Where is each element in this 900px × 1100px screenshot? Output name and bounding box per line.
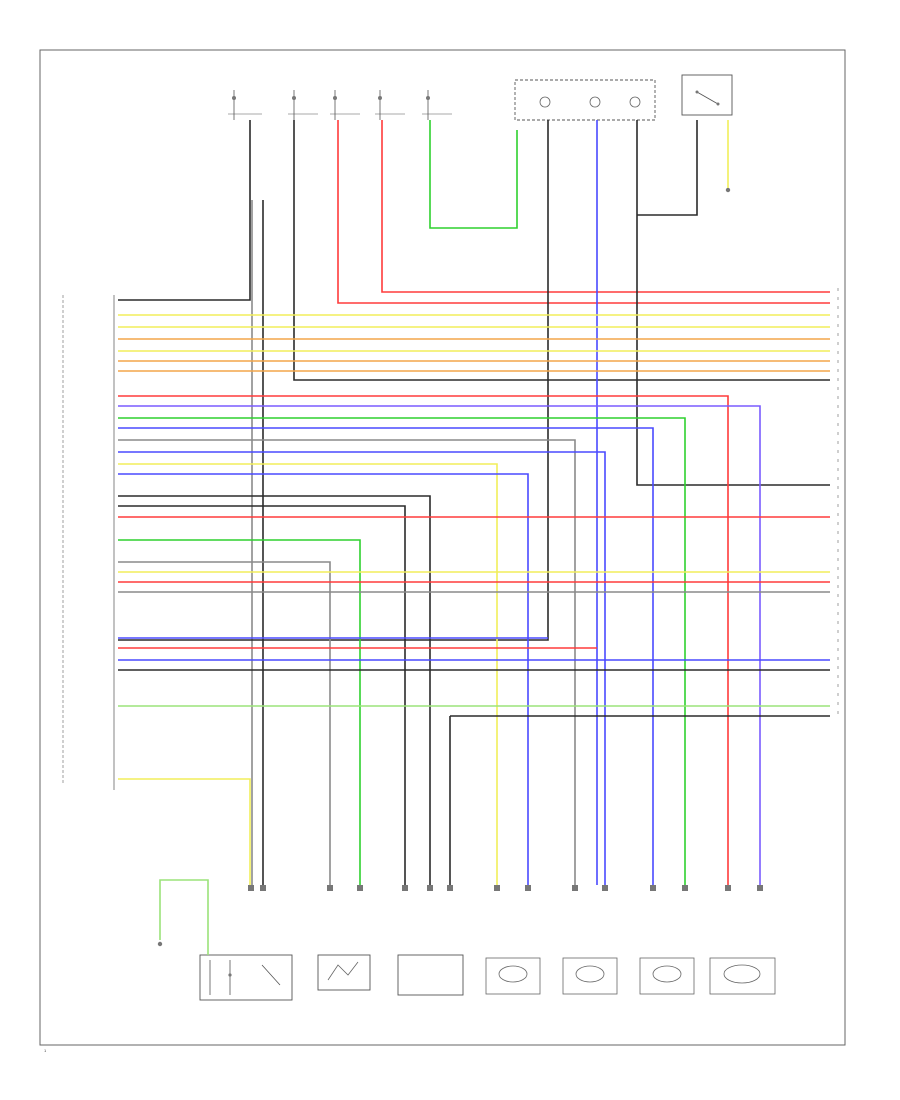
fuse-3	[330, 90, 360, 120]
fuse-1	[228, 90, 262, 120]
ecu-wires	[118, 314, 830, 885]
component-6	[639, 957, 695, 995]
component-7	[709, 957, 776, 995]
fuse-2	[288, 90, 318, 120]
component-2	[317, 954, 371, 991]
brake-switch	[681, 74, 733, 116]
fuse-5	[422, 90, 452, 120]
ground-wire-left	[157, 879, 209, 955]
diagram-border	[39, 49, 846, 1046]
component-3	[397, 954, 464, 996]
fuse-4	[375, 90, 405, 120]
instrument-cluster	[514, 79, 656, 121]
top-vertical-wires	[118, 120, 830, 890]
bottom-connectors	[248, 885, 763, 891]
component-5	[562, 957, 618, 995]
ecu-outline	[62, 295, 115, 790]
range-switch	[199, 954, 293, 1001]
component-4	[485, 957, 541, 995]
ground-symbol	[725, 187, 731, 193]
fuse-block	[228, 90, 452, 120]
page-number: 1	[44, 1048, 47, 1053]
